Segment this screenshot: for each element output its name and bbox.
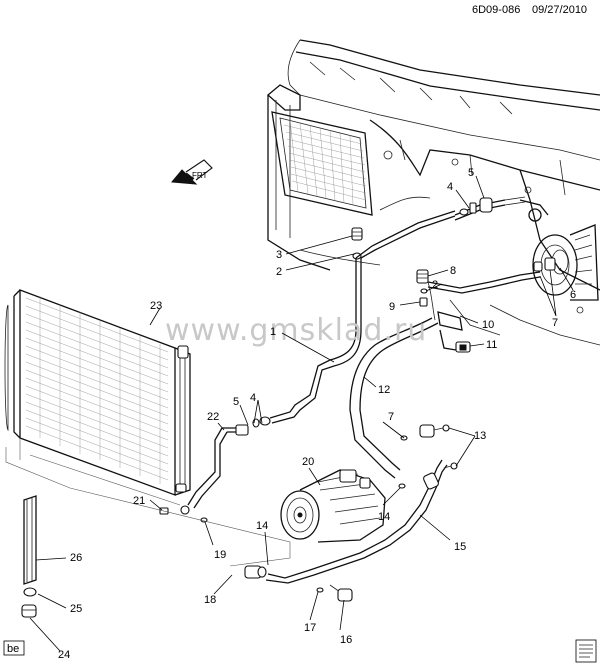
callout-12: 12: [378, 384, 390, 396]
callout-15: 15: [454, 541, 466, 553]
callout-11: 11: [486, 339, 497, 351]
callout-18: 18: [204, 594, 216, 606]
callout-22: 22: [207, 411, 219, 423]
callout-5-upper: 5: [468, 167, 474, 179]
drawing-code: 6D09-086: [472, 4, 520, 16]
callout-8: 8: [450, 265, 456, 277]
upper-line-fitting: [454, 196, 526, 221]
callout-13: 13: [474, 430, 486, 442]
hose-block-bolts: [398, 424, 458, 489]
suction-hose-12: [349, 271, 541, 479]
callout-23: 23: [150, 300, 162, 312]
callout-3: 3: [276, 249, 282, 261]
service-manual-icon: [575, 639, 597, 663]
leader-lines: [29, 175, 574, 652]
callout-19: 19: [214, 549, 226, 561]
callout-20: 20: [302, 456, 314, 468]
callout-4-lower: 4: [250, 392, 256, 404]
evaporator-grille: [271, 111, 373, 216]
drawing-date: 09/27/2010: [532, 4, 587, 16]
callout-6: 6: [570, 289, 576, 301]
callout-4-upper: 4: [447, 181, 453, 193]
callout-26: 26: [70, 552, 82, 564]
callout-7-upper: 7: [552, 317, 558, 329]
bracket-and-clip: [437, 311, 471, 353]
discharge-hose-15: [244, 459, 448, 584]
reference-lines: [5, 438, 291, 567]
service-cap-upper: [351, 227, 363, 260]
condenser-inlet-line-22: [159, 424, 249, 523]
svg-text:FRT: FRT: [192, 171, 208, 180]
callout-14-left: 14: [256, 520, 268, 532]
dash-panel: [267, 39, 600, 346]
callout-16: 16: [340, 634, 352, 646]
callout-5-lower: 5: [233, 396, 239, 408]
expansion-valve-assembly: [519, 199, 599, 301]
callout-7-lower: 7: [388, 411, 394, 423]
callout-9: 9: [389, 301, 395, 313]
receiver-dehydrator: [21, 495, 37, 618]
callout-21: 21: [133, 495, 145, 507]
condenser: [4, 289, 191, 496]
callout-17: 17: [304, 622, 316, 634]
watermark: www.gmsklad.ru: [165, 313, 427, 348]
liquid-line-1: [252, 210, 456, 428]
callout-25: 25: [70, 603, 82, 615]
callout-2-right: 2: [432, 279, 438, 291]
callout-10: 10: [482, 319, 494, 331]
service-cap-right: [416, 269, 429, 307]
callout-2-upper: 2: [276, 266, 282, 278]
corner-tag-label: be: [7, 643, 19, 655]
corner-tag: be: [3, 640, 25, 656]
callout-14-right: 14: [378, 511, 390, 523]
callout-1: 1: [270, 326, 276, 338]
front-direction-icon: FRT: [171, 159, 213, 185]
callout-24: 24: [58, 649, 70, 661]
service-port-lower: [316, 584, 353, 602]
ac-compressor: [280, 469, 386, 543]
callouts: 1 2 2 3 4 4 5 5 6 7 7 8 9 10 11 12 13 14…: [58, 167, 576, 661]
